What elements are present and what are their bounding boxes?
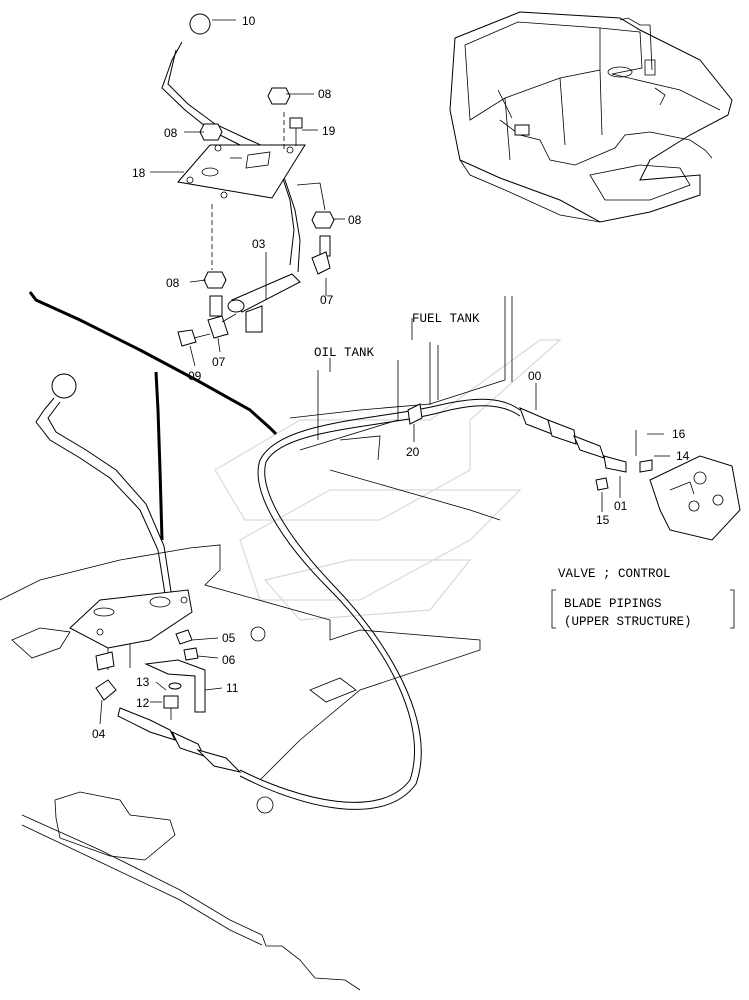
bolt-icon (177, 117, 331, 347)
part-label-05: 05 (222, 631, 236, 645)
control-lever-icon (35, 373, 193, 671)
part-label-19: 19 (322, 124, 336, 138)
section-divider (28, 291, 278, 436)
part-label-01: 01 (614, 499, 628, 513)
tank-outline (289, 296, 513, 521)
part-label-08-left: 08 (164, 126, 178, 140)
excavator-icon (449, 11, 733, 223)
part-label-12: 12 (136, 696, 150, 710)
part-label-08-right: 08 (348, 213, 362, 227)
control-cable-icon (117, 398, 627, 810)
part-label-00: 00 (528, 369, 542, 383)
part-label-13: 13 (136, 675, 150, 689)
note-valve-control: VALVE ; CONTROL (558, 567, 671, 581)
part-label-07-bottom: 07 (212, 355, 226, 369)
part-label-07-right: 07 (320, 293, 334, 307)
part-label-11: 11 (226, 681, 239, 695)
part-label-03: 03 (252, 237, 266, 251)
part-label-08-bottom: 08 (166, 276, 180, 290)
oil-tank-label: OIL TANK (314, 346, 375, 360)
note-upper-structure: (UPPER STRUCTURE) (564, 615, 692, 629)
fuel-tank-label: FUEL TANK (412, 312, 480, 326)
part-label-04: 04 (92, 727, 106, 741)
part-label-18: 18 (132, 166, 146, 180)
part-label-06: 06 (222, 653, 236, 667)
part-label-15: 15 (596, 513, 610, 527)
part-label-10: 10 (242, 14, 256, 28)
part-label-09: 09 (188, 369, 202, 383)
section-divider-drop (154, 371, 164, 541)
part-label-08-top: 08 (318, 87, 332, 101)
control-lever-icon (161, 13, 306, 273)
watermark (214, 339, 562, 621)
bracket-icon (207, 251, 331, 339)
part-label-14: 14 (676, 449, 690, 463)
title-note: VALVE ; CONTROL BLADE PIPINGS (UPPER STR… (551, 567, 735, 629)
nut-icon (199, 87, 335, 289)
part-label-20: 20 (406, 445, 420, 459)
floor-plate (0, 544, 481, 991)
part-label-16: 16 (672, 427, 686, 441)
part-number-labels: 10 08 08 19 18 08 03 08 07 09 07 00 16 1… (92, 14, 690, 741)
leader-lines (99, 19, 670, 725)
note-blade-pipings: BLADE PIPINGS (564, 597, 662, 611)
bolt-icon (95, 629, 206, 720)
control-valve-icon (595, 430, 741, 541)
